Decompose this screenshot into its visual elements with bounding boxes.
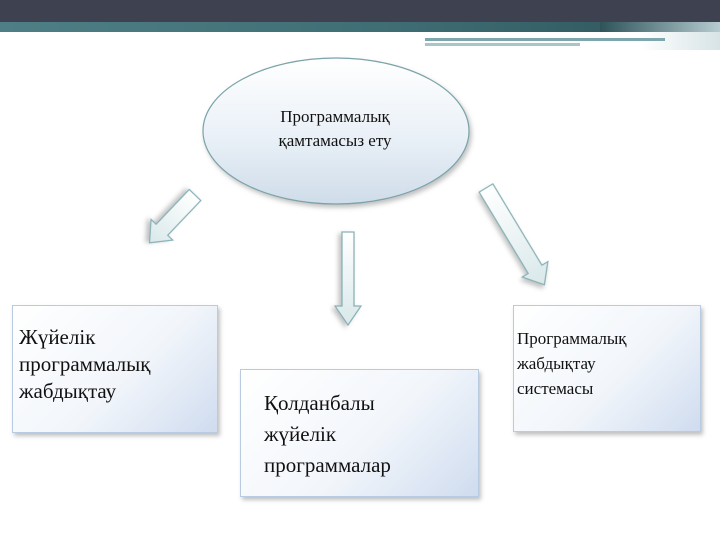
root-label-line-2: қамтамасыз ету — [278, 131, 392, 150]
branch-right-line-2: жабдықтау — [517, 354, 596, 373]
branch-right-line-1: Программалық — [517, 329, 627, 348]
branch-box-system-software: Жүйелік программалық жабдықтау — [12, 305, 218, 433]
arrow-middle — [333, 231, 363, 327]
branch-left-line-1: Жүйелік — [19, 325, 96, 349]
branch-box-application-software: Қолданбалы жүйелік программалар — [240, 369, 479, 497]
header-accent-line — [425, 38, 665, 41]
root-ellipse — [202, 57, 470, 205]
header-accent-fade — [640, 32, 720, 50]
branch-left-line-2: программалық — [19, 352, 151, 376]
branch-middle-line-1: Қолданбалы — [264, 391, 375, 415]
branch-middle-line-2: жүйелік — [264, 422, 337, 446]
header-accent-line-short — [425, 43, 580, 46]
arrow-right — [478, 183, 549, 286]
branch-left-line-3: жабдықтау — [19, 379, 117, 403]
root-label: Программалық қамтамасыз ету — [215, 105, 455, 153]
branch-right-line-3: системасы — [517, 379, 594, 398]
arrow-left — [148, 188, 202, 244]
header-teal-fade — [600, 22, 720, 32]
branch-box-programming-systems: Программалық жабдықтау системасы — [513, 305, 701, 432]
root-label-line-1: Программалық — [280, 107, 390, 126]
branch-middle-line-3: программалар — [264, 453, 391, 477]
header-dark-band — [0, 0, 720, 22]
header-teal-band — [0, 22, 720, 32]
